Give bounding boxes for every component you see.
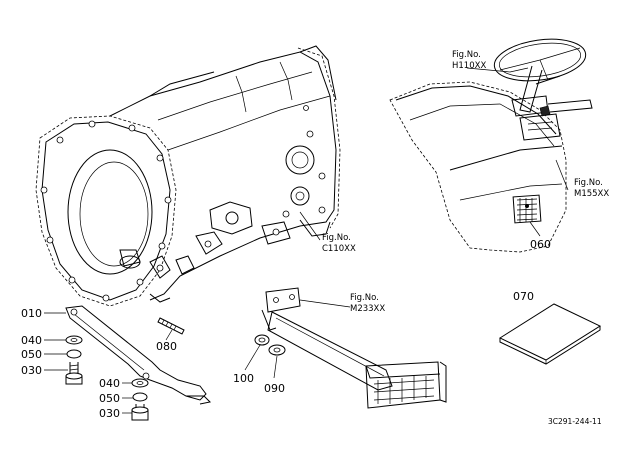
bolt-set-a	[65, 335, 83, 385]
diagram-code: 3C291-244-11	[548, 417, 602, 426]
fig-ref-code: H110XX	[452, 61, 486, 71]
label-040: 040	[99, 377, 120, 390]
label-070: 070	[513, 290, 534, 303]
label-060: 060	[530, 238, 551, 251]
label-030: 030	[99, 407, 120, 420]
bolt-set-b	[131, 378, 149, 421]
label-010: 010	[21, 307, 42, 320]
fig-ref-code: C110XX	[322, 244, 356, 254]
label-100: 100	[233, 372, 254, 385]
dash-panel-assembly	[389, 38, 593, 253]
figure-references: Fig.No. H110XX Fig.No. M155XX Fig.No. C1…	[322, 50, 609, 314]
step-assembly	[261, 287, 447, 409]
bracket-010	[65, 305, 212, 405]
stud-080	[157, 317, 185, 335]
fig-ref-label: Fig.No.	[452, 50, 481, 60]
label-090: 090	[264, 382, 285, 395]
fig-ref-code: M155XX	[574, 189, 609, 199]
label-030: 030	[21, 364, 42, 377]
label-040: 040	[21, 334, 42, 347]
label-080: 080	[156, 340, 177, 353]
fig-ref-label: Fig.No.	[322, 233, 351, 243]
fig-ref-code: M233XX	[350, 304, 385, 314]
leader-lines	[44, 67, 569, 414]
part-labels: 010 040 050 030 040 050 030 080 100 090 …	[21, 238, 551, 420]
label-050: 050	[99, 392, 120, 405]
manual-070	[498, 303, 602, 365]
washer-090	[268, 344, 286, 356]
label-050: 050	[21, 348, 42, 361]
transmission-housing	[35, 45, 341, 307]
nut-100	[254, 334, 270, 346]
fig-ref-label: Fig.No.	[350, 293, 379, 303]
fig-ref-label: Fig.No.	[574, 178, 603, 188]
